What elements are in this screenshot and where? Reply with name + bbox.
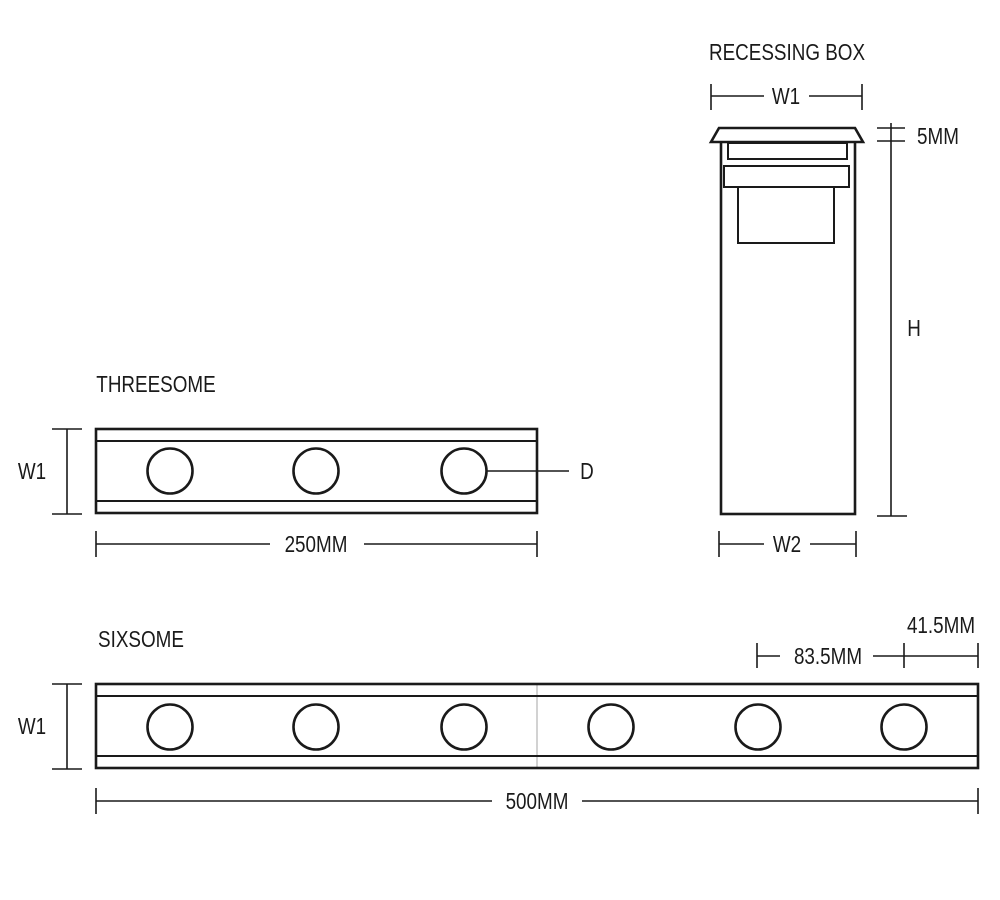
sixsome-end-dimension: 41.5MM <box>904 613 979 668</box>
sixsome-spacing-label: 83.5MM <box>794 644 862 669</box>
sixsome-lens <box>292 703 340 751</box>
sixsome-length-label: 500MM <box>506 789 569 814</box>
threesome-diameter-label: D <box>580 459 594 484</box>
threesome-title: THREESOME <box>96 372 215 397</box>
recessing-box-bottom-width-dimension: W2 <box>718 531 857 557</box>
sixsome-lens <box>734 703 782 751</box>
sixsome-lens <box>146 703 194 751</box>
sixsome-width-dimension: W1 <box>18 683 82 770</box>
threesome-width-label: W1 <box>18 459 46 484</box>
threesome-bar <box>94 427 539 515</box>
recessing-box-top-width-label: W1 <box>772 84 800 109</box>
recessing-box-flange-dimension: 5MM <box>877 123 959 149</box>
threesome-length-label: 250MM <box>285 532 348 557</box>
threesome-lens <box>292 447 340 495</box>
sixsome-bar <box>94 682 980 770</box>
sixsome-lens <box>587 703 635 751</box>
threesome-lens <box>146 447 194 495</box>
sixsome-title: SIXSOME <box>98 627 184 652</box>
sixsome-spacing-dimension: 83.5MM <box>756 643 905 669</box>
sixsome-width-label: W1 <box>18 714 46 739</box>
recessing-box-top-width-dimension: W1 <box>710 84 863 110</box>
recessing-box-view: RECESSING BOX W1 5MM H <box>708 40 959 557</box>
threesome-length-dimension: 250MM <box>95 531 538 557</box>
recessing-box-drawing <box>708 126 866 516</box>
recessing-box-height-dimension: H <box>877 146 921 517</box>
threesome-width-dimension: W1 <box>18 428 82 515</box>
threesome-diameter-callout: D <box>486 459 594 484</box>
recessing-box-bottom-width-label: W2 <box>773 532 801 557</box>
recessing-box-title: RECESSING BOX <box>709 40 865 65</box>
sixsome-lens <box>440 703 488 751</box>
sixsome-view: SIXSOME 83.5MM 41.5MM W1 <box>18 613 980 814</box>
sixsome-length-dimension: 500MM <box>95 788 979 814</box>
sixsome-lens <box>880 703 928 751</box>
sixsome-end-label: 41.5MM <box>907 613 975 638</box>
recessing-box-height-label: H <box>907 316 921 341</box>
recessing-box-flange-label: 5MM <box>917 124 959 149</box>
threesome-view: THREESOME W1 D 250MM <box>18 372 594 557</box>
threesome-lens <box>440 447 488 495</box>
